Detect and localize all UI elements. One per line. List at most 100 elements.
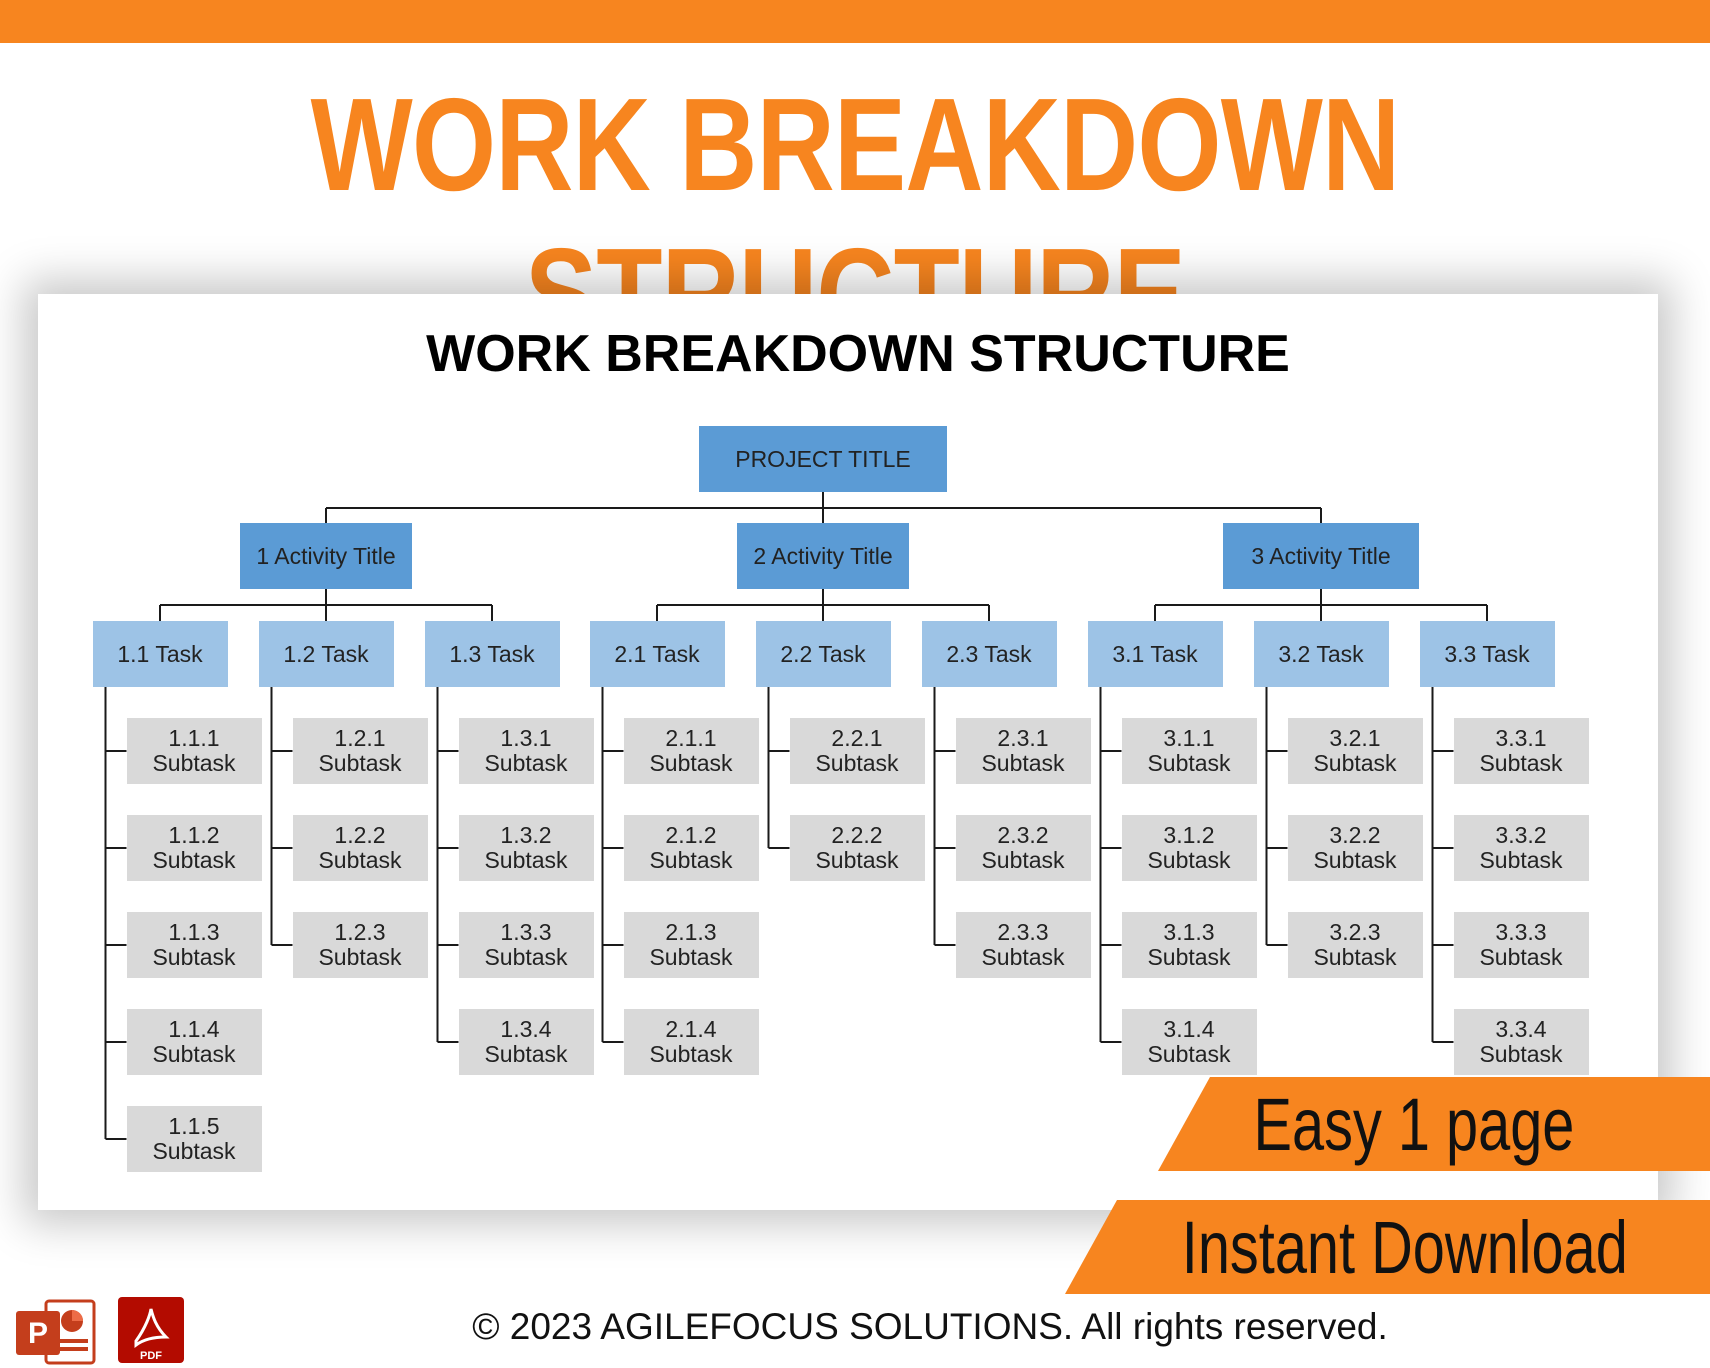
- subtask-number: 1.3.1: [500, 725, 552, 751]
- instant-download-badge: Instant Download: [1065, 1200, 1710, 1294]
- task-box: 1.1 Task: [92, 621, 228, 687]
- subtask-label: Subtask: [1479, 944, 1563, 970]
- subtask-label: Subtask: [484, 1041, 568, 1067]
- subtask-label: Subtask: [1313, 847, 1397, 873]
- wbs-connector-lines: [104, 492, 1488, 1140]
- instant-download-label: Instant Download: [1181, 1205, 1628, 1289]
- subtask-label: Subtask: [152, 750, 236, 776]
- subtask-number: 2.1.2: [665, 822, 717, 848]
- subtask-number: 2.2.1: [831, 725, 883, 751]
- subtask-label: Subtask: [1147, 750, 1231, 776]
- subtask-label: Subtask: [152, 1138, 236, 1164]
- subtask-label: Subtask: [1313, 944, 1397, 970]
- subtask-number: 1.3.4: [500, 1016, 552, 1042]
- subtask-number: 3.1.4: [1163, 1016, 1215, 1042]
- subtask-number: 3.2.3: [1329, 919, 1381, 945]
- task-box: 3.2 Task: [1253, 621, 1389, 687]
- subtask-number: 1.1.3: [168, 919, 220, 945]
- subtask-label: Subtask: [1479, 847, 1563, 873]
- svg-text:P: P: [28, 1317, 48, 1350]
- subtask-number: 1.3.3: [500, 919, 552, 945]
- subtask-number: 2.3.1: [997, 725, 1049, 751]
- subtask-label: Subtask: [152, 847, 236, 873]
- subtask-label: Subtask: [981, 944, 1065, 970]
- subtask-number: 3.2.2: [1329, 822, 1381, 848]
- subtask-number: 3.3.4: [1495, 1016, 1547, 1042]
- task-box: 3.1 Task: [1087, 621, 1223, 687]
- subtask-number: 2.1.4: [665, 1016, 717, 1042]
- subtask-number: 1.2.3: [334, 919, 386, 945]
- subtask-number: 3.3.3: [1495, 919, 1547, 945]
- subtask-number: 3.3.2: [1495, 822, 1547, 848]
- subtask-number: 3.1.3: [1163, 919, 1215, 945]
- pdf-icon: PDF: [118, 1297, 184, 1363]
- easy-one-page-label: Easy 1 page: [1253, 1082, 1574, 1166]
- subtask-number: 1.2.2: [334, 822, 386, 848]
- task-box: 1.2 Task: [258, 621, 394, 687]
- subtask-number: 3.3.1: [1495, 725, 1547, 751]
- powerpoint-icon: P: [16, 1299, 96, 1365]
- copyright-footer: © 2023 AGILEFOCUS SOLUTIONS. All rights …: [472, 1306, 1388, 1347]
- task-box: 2.2 Task: [755, 621, 891, 687]
- subtask-number: 2.2.2: [831, 822, 883, 848]
- subtask-label: Subtask: [1147, 944, 1231, 970]
- subtask-label: Subtask: [318, 944, 402, 970]
- subtask-number: 3.1.1: [1163, 725, 1215, 751]
- task-box: 2.1 Task: [589, 621, 725, 687]
- subtask-label: Subtask: [484, 944, 568, 970]
- subtask-label: Subtask: [649, 847, 733, 873]
- subtask-label: Subtask: [484, 847, 568, 873]
- subtask-label: Subtask: [318, 847, 402, 873]
- subtask-number: 3.1.2: [1163, 822, 1215, 848]
- subtask-label: Subtask: [1479, 1041, 1563, 1067]
- subtask-number: 2.1.3: [665, 919, 717, 945]
- svg-text:PDF: PDF: [140, 1350, 162, 1362]
- subtask-number: 2.3.3: [997, 919, 1049, 945]
- activity-title-box: 1 Activity Title: [240, 523, 412, 589]
- subtask-label: Subtask: [981, 750, 1065, 776]
- project-title-box: PROJECT TITLE: [699, 426, 947, 492]
- subtask-number: 1.2.1: [334, 725, 386, 751]
- subtask-number: 2.3.2: [997, 822, 1049, 848]
- activity-title-box: 3 Activity Title: [1223, 523, 1419, 589]
- subtask-label: Subtask: [981, 847, 1065, 873]
- subtask-label: Subtask: [318, 750, 402, 776]
- subtask-label: Subtask: [815, 750, 899, 776]
- task-box: 2.3 Task: [921, 621, 1057, 687]
- subtask-number: 2.1.1: [665, 725, 717, 751]
- subtask-label: Subtask: [1479, 750, 1563, 776]
- subtask-label: Subtask: [1147, 1041, 1231, 1067]
- subtask-label: Subtask: [649, 944, 733, 970]
- subtask-label: Subtask: [1147, 847, 1231, 873]
- subtask-number: 1.1.2: [168, 822, 220, 848]
- subtask-number: 1.1.1: [168, 725, 220, 751]
- subtask-label: Subtask: [484, 750, 568, 776]
- easy-one-page-badge: Easy 1 page: [1158, 1077, 1710, 1171]
- subtask-label: Subtask: [152, 1041, 236, 1067]
